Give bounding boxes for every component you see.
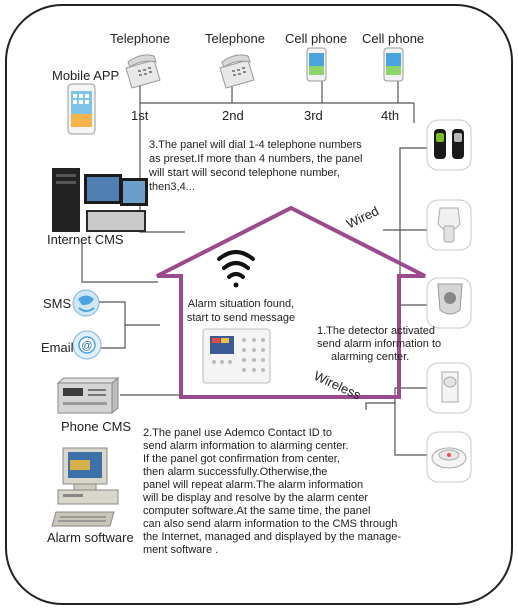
computer-monitors-icon (52, 168, 148, 232)
telephone-icon-1 (125, 54, 161, 89)
dial-note-line-2: as preset.If more than 4 numbers, the pa… (149, 153, 363, 165)
detector-note-line-3: alarming center. (331, 351, 410, 363)
desktop-computer-icon (51, 447, 119, 527)
contact-id-note-line-1: 2.The panel use Ademco Contact ID to (143, 427, 332, 439)
ceiling-detector-icon (426, 277, 472, 329)
dial-order-3: 3rd (304, 108, 323, 123)
contact-id-note-line-10: ment software . (143, 544, 219, 556)
dial-note-line-4: then3,4... (149, 181, 195, 193)
detector-note-line-2: send alarm information to (317, 338, 442, 350)
phone-label-2: Telephone (205, 31, 265, 46)
smartphone-icon (67, 83, 96, 135)
contact-id-note-line-9: the Internet, managed and displayed by t… (143, 531, 402, 543)
cell-phone-icon-2 (383, 47, 404, 82)
alarm-software-label: Alarm software (47, 530, 134, 545)
contact-id-note-line-2: send alarm information to alarming cente… (143, 440, 349, 452)
contact-id-note-line-3: If the panel got confirmation from cente… (143, 453, 340, 465)
detector-note-line-1: 1.The detector activated (317, 325, 436, 337)
dial-order-4: 4th (381, 108, 400, 123)
wireless-pir-icon (426, 362, 472, 414)
dial-order-2: 2nd (222, 108, 244, 123)
outer-frame (5, 4, 513, 605)
house-outline (156, 205, 426, 399)
phone-cms-label: Phone CMS (61, 419, 132, 434)
smoke-detector-icon (426, 431, 472, 483)
alarm-panel-icon (202, 328, 271, 384)
phone-label-1: Telephone (110, 31, 170, 46)
house-message-line-2: start to send message (186, 312, 296, 324)
contact-id-note-line-7: computer software.At the same time, the … (143, 505, 371, 517)
motion-detector-icon (426, 199, 472, 251)
sms-label: SMS (43, 296, 72, 311)
alarm-receiver-icon (56, 376, 120, 415)
cell-phone-icon-1 (306, 47, 327, 82)
dial-note-line-3: will start will second telephone number, (149, 167, 340, 179)
phone-label-3: Cell phone (285, 31, 348, 46)
contact-id-note-line-6: will be display and resolve by the alarm… (143, 492, 369, 504)
signal-icon (217, 250, 255, 288)
house-message-line-1: Alarm situation found, (187, 298, 295, 310)
email-label: Email (41, 340, 74, 355)
mobile-app-label: Mobile APP (52, 68, 120, 83)
internet-cms-label: Internet CMS (47, 232, 124, 247)
dial-note-line-1: 3.The panel will dial 1-4 telephone numb… (149, 139, 362, 151)
sms-icon (72, 289, 100, 317)
telephone-icon-2 (219, 54, 255, 89)
contact-id-note-line-4: then alarm successfully.Otherwise,the (143, 466, 328, 478)
email-icon: @ (72, 330, 102, 360)
contact-id-note-line-5: panel will repeat alarm.The alarm inform… (143, 479, 364, 491)
beam-detector-icon (426, 119, 472, 171)
svg-text:@: @ (81, 340, 92, 352)
contact-id-note-line-8: can also send alarm information to the C… (143, 518, 398, 530)
dial-order-1: 1st (131, 108, 149, 123)
phone-label-4: Cell phone (362, 31, 425, 46)
